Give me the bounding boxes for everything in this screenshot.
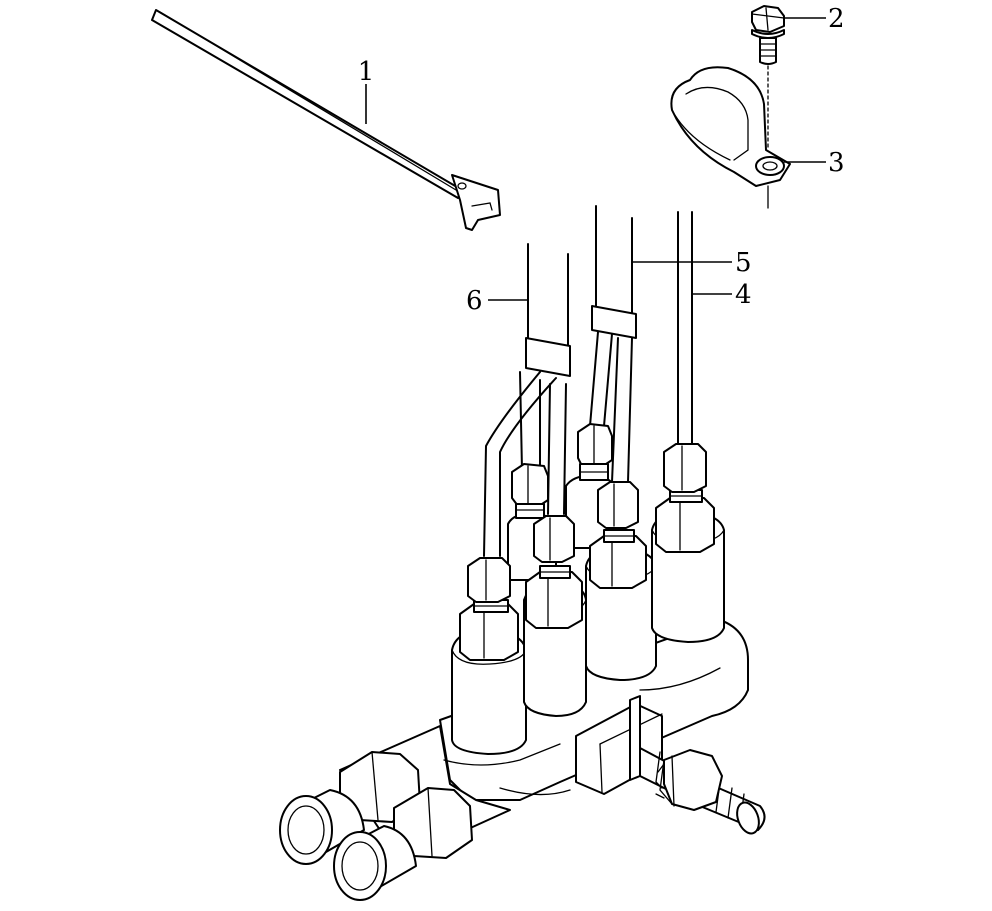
callout-label-6: 6 xyxy=(466,286,483,316)
fitting-front-4 xyxy=(651,443,725,643)
callout-5: 5 xyxy=(632,248,752,278)
fitting-front-2 xyxy=(523,515,587,717)
callout-3: 3 xyxy=(784,148,845,178)
callout-2: 2 xyxy=(784,4,845,34)
p-clamp-part xyxy=(670,66,791,209)
fitting-front-3 xyxy=(585,481,657,681)
callout-label-3: 3 xyxy=(828,148,845,178)
callout-label-2: 2 xyxy=(828,4,845,34)
callout-4: 4 xyxy=(692,280,752,310)
callout-label-4: 4 xyxy=(735,280,752,310)
fitting-front-1 xyxy=(451,557,527,755)
callout-6: 6 xyxy=(466,286,528,316)
callout-1: 1 xyxy=(358,57,375,124)
inlet-fitting-front xyxy=(333,787,473,901)
callout-label-5: 5 xyxy=(735,248,752,278)
pipes xyxy=(483,205,693,557)
bolt-part xyxy=(751,5,785,151)
cable-tie-part xyxy=(151,9,501,231)
threaded-stud xyxy=(639,747,766,835)
callout-label-1: 1 xyxy=(358,57,375,87)
